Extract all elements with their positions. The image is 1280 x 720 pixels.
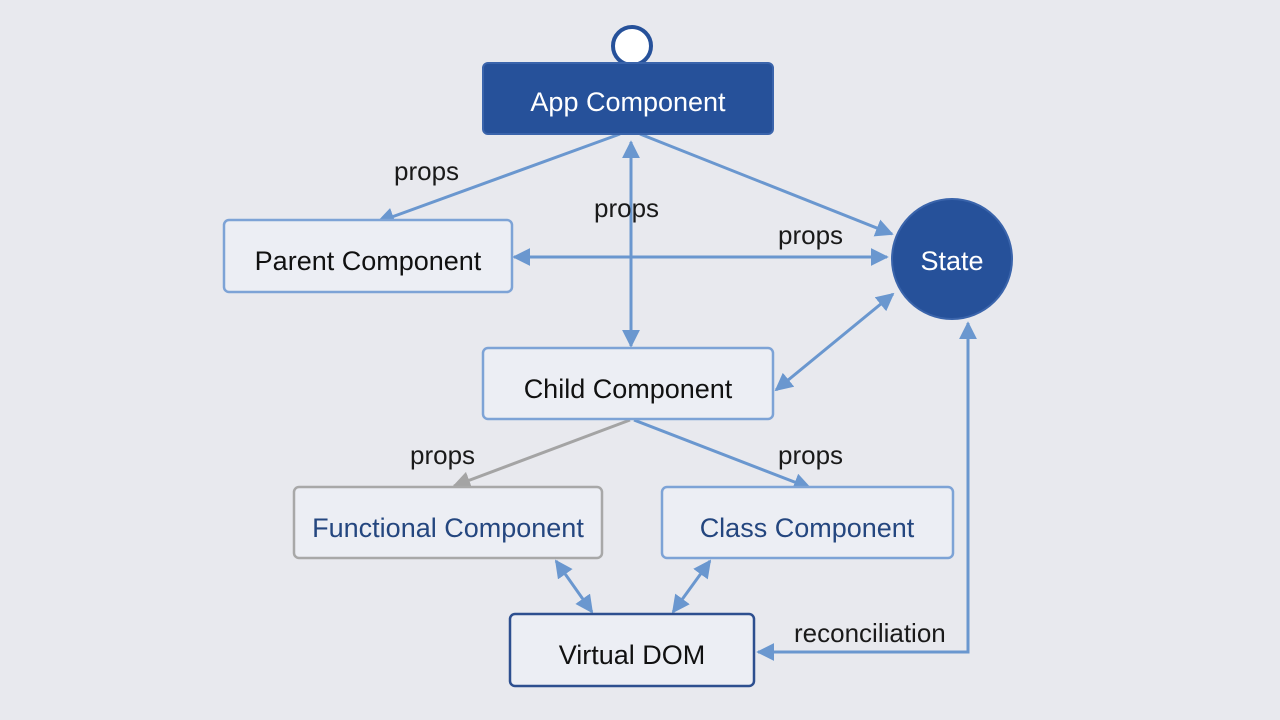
node-app-label: App Component	[530, 87, 726, 117]
edge-child-state	[774, 292, 895, 392]
edge-app-state	[639, 132, 894, 237]
node-vdom-label: Virtual DOM	[559, 640, 706, 670]
edge-vdom-state	[756, 321, 977, 661]
nodes: App Component Parent Component State Chi…	[222, 25, 1013, 688]
node-app: App Component	[482, 62, 774, 135]
edge-label-child-class: props	[778, 440, 843, 470]
edge-label-app-child: props	[594, 193, 659, 223]
edge-label-app-parent: props	[394, 156, 459, 186]
edge-app-parent	[376, 132, 621, 225]
edge-class-vdom	[671, 559, 712, 614]
node-parent: Parent Component	[222, 218, 514, 294]
node-state-label: State	[920, 246, 983, 276]
edge-label-parent-state: props	[778, 220, 843, 250]
edge-label-child-functional: props	[410, 440, 475, 470]
node-class: Class Component	[660, 485, 955, 560]
node-state: State	[891, 198, 1013, 320]
edges	[376, 132, 977, 661]
node-vdom: Virtual DOM	[508, 612, 756, 688]
edge-functional-vdom	[554, 559, 594, 614]
edge-labels: props props props props props reconcilia…	[394, 156, 946, 648]
node-parent-label: Parent Component	[255, 246, 482, 276]
node-functional: Functional Component	[292, 485, 604, 560]
node-functional-label: Functional Component	[312, 513, 584, 543]
node-child-label: Child Component	[524, 374, 733, 404]
node-class-label: Class Component	[700, 513, 915, 543]
node-child: Child Component	[481, 346, 775, 421]
edge-child-functional	[452, 418, 631, 489]
edge-label-vdom-state: reconciliation	[794, 618, 946, 648]
start-node-circle	[611, 25, 653, 67]
